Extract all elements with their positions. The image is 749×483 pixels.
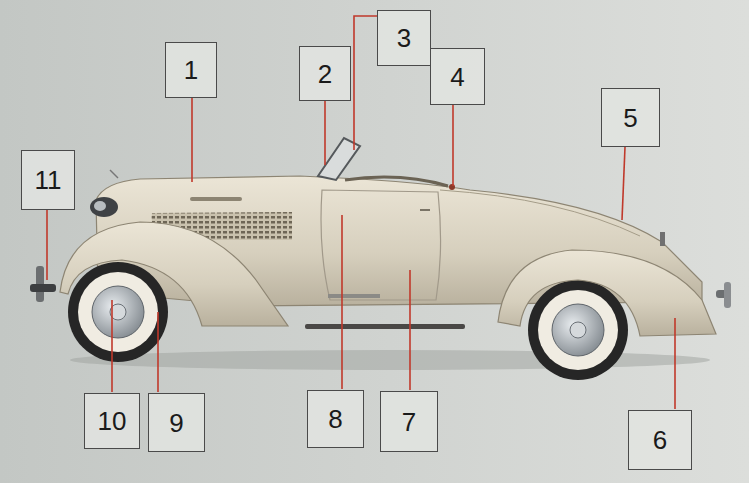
callout-box: 2 (299, 46, 351, 101)
callout-box: 4 (430, 48, 485, 105)
callout-number: 10 (98, 408, 127, 434)
callout-box: 6 (628, 410, 692, 470)
callout-number: 3 (397, 25, 411, 51)
callout-box: 7 (380, 391, 438, 452)
callout-box: 9 (148, 393, 205, 452)
callout-box: 8 (307, 390, 364, 448)
callout-number: 1 (184, 57, 198, 83)
callout-number: 7 (402, 409, 416, 435)
callout-number: 2 (318, 61, 332, 87)
callout-number: 5 (623, 105, 637, 131)
callout-number: 8 (328, 406, 342, 432)
leader-lines (47, 16, 675, 409)
callout-box: 1 (165, 42, 217, 98)
callout-box: 3 (377, 10, 431, 66)
callout-box: 10 (84, 393, 140, 449)
callout-number: 6 (653, 427, 667, 453)
callout-number: 4 (450, 64, 464, 90)
callout-number: 11 (35, 167, 62, 193)
callout-number: 9 (169, 410, 183, 436)
callout-box: 5 (601, 88, 660, 147)
callout-box: 11 (21, 150, 75, 210)
